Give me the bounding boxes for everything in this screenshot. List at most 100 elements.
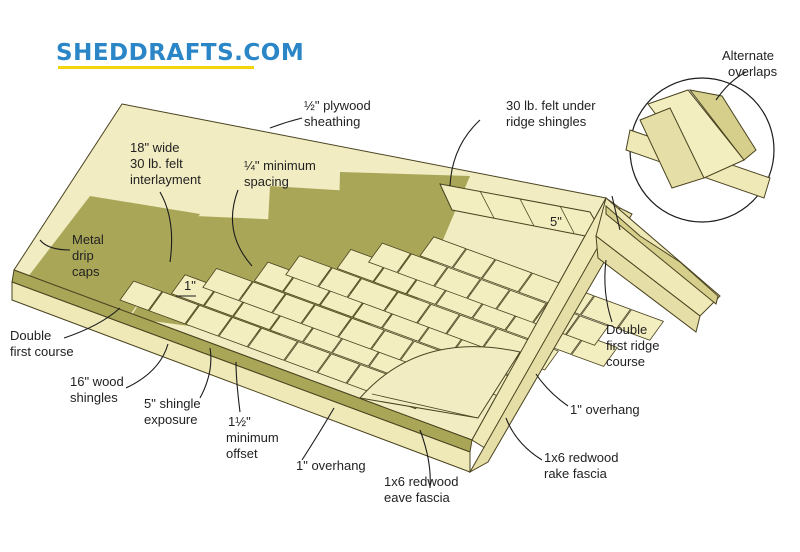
leader-alternate (715, 71, 747, 101)
rake-fascia-board (468, 197, 721, 474)
leader-overhang-eave (301, 407, 335, 461)
logo: SHEDDRAFTS.COM (56, 40, 304, 69)
wood-shingle (433, 266, 481, 299)
leader-spacing (231, 189, 253, 267)
leader-drip (39, 239, 71, 251)
label-alternate-1: Alternate (722, 48, 774, 63)
wood-shingle (368, 242, 412, 273)
leader-rake-fascia (505, 417, 543, 461)
label-offset-1: 1½" (228, 414, 251, 429)
leader-eave-fascia (419, 429, 431, 489)
wood-shingle (185, 304, 233, 337)
leader-felt-ridge (449, 119, 481, 187)
label-rake-fascia-1: 1x6 redwood (544, 450, 618, 465)
wood-shingle (301, 304, 352, 338)
label-ridge-course-1: Double (606, 322, 647, 337)
leader-offset (235, 361, 241, 413)
wood-shingle (238, 281, 286, 314)
ridge-joint (519, 198, 535, 227)
wood-shingle (347, 278, 398, 312)
wood-shingle (419, 236, 467, 268)
wood-shingle (318, 267, 362, 298)
wood-shingle (617, 309, 665, 341)
leader-ridge-course (604, 259, 613, 323)
wood-shingle (571, 335, 618, 367)
wood-shingle (397, 253, 448, 287)
wood-shingle (337, 317, 385, 350)
label-rake-fascia-2: rake fascia (544, 466, 608, 481)
wood-shingle (119, 280, 163, 311)
label-interlayment-3: interlayment (130, 172, 201, 187)
label-felt-ridge-1: 30 lb. felt under (506, 98, 596, 113)
logo-text: SHEDDRAFTS.COM (56, 40, 304, 66)
ridge-course-back (605, 204, 719, 305)
leader-plywood (269, 117, 303, 129)
overlap-inset (625, 77, 775, 223)
label-ridge-course-3: course (606, 354, 645, 369)
felt-strip (24, 196, 200, 318)
wood-shingle (416, 303, 461, 335)
label-spacing-2: spacing (244, 174, 289, 189)
label-wood-2: shingles (70, 390, 118, 405)
label-ridge-course-2: first ridge (606, 338, 659, 353)
wood-shingle (481, 259, 533, 293)
wood-shingle (202, 267, 253, 301)
label-offset-2: minimum (226, 430, 279, 445)
wood-shingle (496, 289, 547, 323)
wood-shingle (284, 341, 332, 373)
leader-lines (39, 71, 747, 489)
leader-wood (125, 343, 169, 389)
label-felt-ridge-2: ridge shingles (506, 114, 587, 129)
label-overhang-eave: 1" overhang (296, 458, 366, 473)
wood-shingle (452, 248, 496, 279)
label-plywood-1: ½" plywood (304, 98, 371, 113)
label-plywood-2: sheathing (304, 114, 360, 129)
label-drip-2: drip (72, 248, 94, 263)
label-interlayment-1: 18" wide (130, 140, 179, 155)
label-drip-1: Metal (72, 232, 104, 247)
label-offset-3: offset (226, 446, 258, 461)
label-eave-fascia-2: eave fascia (384, 490, 451, 505)
wood-shingle (446, 314, 497, 348)
leader-overhang-rake (535, 373, 569, 407)
leader-exposure (199, 347, 212, 399)
label-eave-fascia-1: 1x6 redwood (384, 474, 458, 489)
logo-underline (58, 66, 254, 69)
label-alternate-2: overlaps (728, 64, 778, 79)
label-wood-1: 16" wood (70, 374, 124, 389)
wood-shingle (384, 291, 431, 324)
wood-shingle (370, 329, 414, 361)
ridge-joint (559, 205, 575, 234)
wood-shingle (285, 255, 332, 287)
back-fascia (595, 234, 701, 333)
inset-shingle-c (688, 89, 757, 161)
label-first-course-2: first course (10, 344, 74, 359)
wood-shingle (148, 291, 200, 325)
label-spacing-1: ¼" minimum (244, 158, 316, 173)
label-exposure-1: 5" shingle (144, 396, 201, 411)
label-overhang-rake: 1" overhang (570, 402, 640, 417)
wood-shingle (565, 315, 609, 346)
rake-fascia-edge (468, 207, 633, 474)
labels: ½" plywood sheathing 30 lb. felt under r… (10, 48, 778, 505)
wood-shingle (247, 327, 299, 361)
leader-interlayment (159, 191, 173, 263)
wood-shingle (580, 295, 632, 329)
leader-ridge-arrow (611, 195, 621, 231)
wood-shingle (218, 316, 262, 348)
ridge-joint (479, 190, 495, 219)
label-first-course-1: Double (10, 328, 51, 343)
wood-shingle (271, 293, 316, 324)
cutaway-rafter (371, 393, 479, 419)
wood-shingle (466, 279, 510, 310)
label-drip-3: caps (72, 264, 100, 279)
label-dim-five-inch: 5" (550, 214, 562, 229)
wood-shingle (317, 353, 361, 384)
leader-first-course (63, 307, 121, 339)
label-interlayment-2: 30 lb. felt (130, 156, 183, 171)
cutaway (359, 346, 521, 419)
inset-shingle-b (639, 107, 705, 189)
label-exposure-2: exposure (144, 412, 197, 427)
